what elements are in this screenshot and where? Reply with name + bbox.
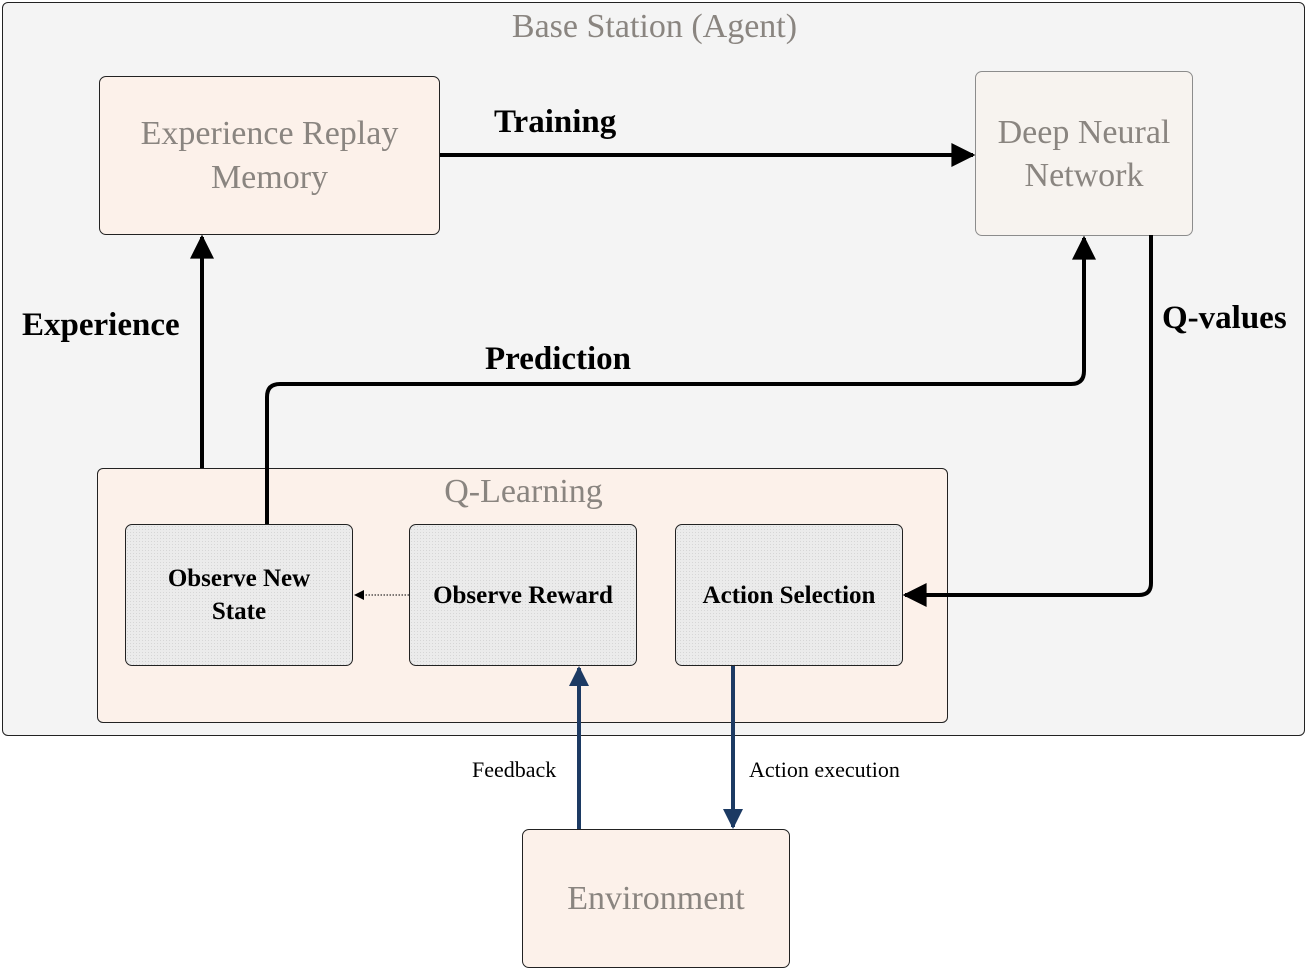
- environment-box: Environment: [522, 829, 790, 968]
- environment-label: Environment: [567, 879, 745, 917]
- deep-neural-network-box: Deep Neural Network: [975, 71, 1193, 236]
- observe-state-label-line2: State: [211, 598, 267, 625]
- observe-new-state-box: Observe New State: [125, 524, 353, 666]
- q-learning-title: Q-Learning: [444, 473, 603, 510]
- training-label: Training: [494, 104, 617, 140]
- observe-reward-box: Observe Reward: [409, 524, 637, 666]
- prediction-label: Prediction: [485, 341, 632, 377]
- base-station-title: Base Station (Agent): [511, 8, 798, 45]
- feedback-label: Feedback: [472, 757, 557, 782]
- action-selection-label: Action Selection: [702, 581, 876, 609]
- dnn-label-line2: Network: [1024, 156, 1144, 194]
- experience-replay-memory-box: Experience Replay Memory: [99, 76, 440, 235]
- observe-state-label-line1: Observe New: [167, 565, 311, 592]
- dnn-label-line1: Deep Neural: [997, 113, 1171, 151]
- experience-label: Experience: [22, 307, 180, 343]
- replay-memory-label-line1: Experience Replay: [140, 114, 399, 152]
- q-values-label: Q-values: [1162, 300, 1287, 336]
- action-selection-box: Action Selection: [675, 524, 903, 666]
- observe-reward-label: Observe Reward: [433, 581, 613, 609]
- q-values-arrow: [902, 235, 1153, 607]
- prediction-arrow: [265, 235, 1096, 524]
- replay-memory-label-line2: Memory: [210, 158, 329, 196]
- action-execution-label: Action execution: [749, 757, 900, 782]
